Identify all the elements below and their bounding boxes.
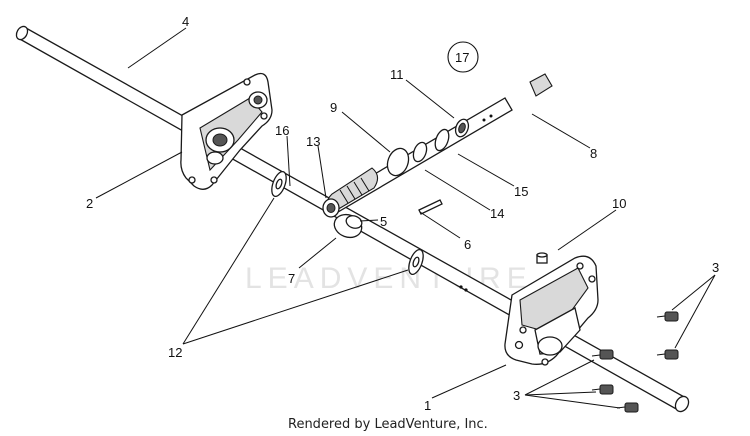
callout-14: 14 (490, 206, 504, 221)
callout-11: 11 (390, 67, 404, 82)
callout-6: 6 (464, 237, 471, 252)
callout-5: 5 (380, 214, 387, 229)
roll-pin (418, 199, 443, 215)
callout-1: 1 (424, 398, 431, 413)
callout-3-right: 3 (712, 260, 719, 275)
callout-4: 4 (182, 14, 189, 29)
callout-9: 9 (330, 100, 337, 115)
grease-fitting (536, 252, 548, 264)
callout-16: 16 (275, 123, 289, 138)
callout-17: 17 (455, 50, 469, 65)
callout-10: 10 (612, 196, 626, 211)
callout-3-bottom: 3 (513, 388, 520, 403)
credit-text: Rendered by LeadVenture, Inc. (288, 417, 488, 432)
callout-15: 15 (514, 184, 528, 199)
worm-gear-assembly (322, 73, 553, 239)
callout-17-circle (447, 41, 479, 73)
left-gear-housing (180, 72, 273, 190)
leader-lines (95, 27, 716, 409)
callout-2: 2 (86, 196, 93, 211)
callout-8: 8 (590, 146, 597, 161)
callout-7: 7 (288, 271, 295, 286)
shaft-washers (271, 170, 424, 276)
housing-bolts (591, 311, 679, 413)
callout-13: 13 (306, 134, 320, 149)
right-gear-housing (504, 255, 599, 366)
callout-12: 12 (168, 345, 182, 360)
